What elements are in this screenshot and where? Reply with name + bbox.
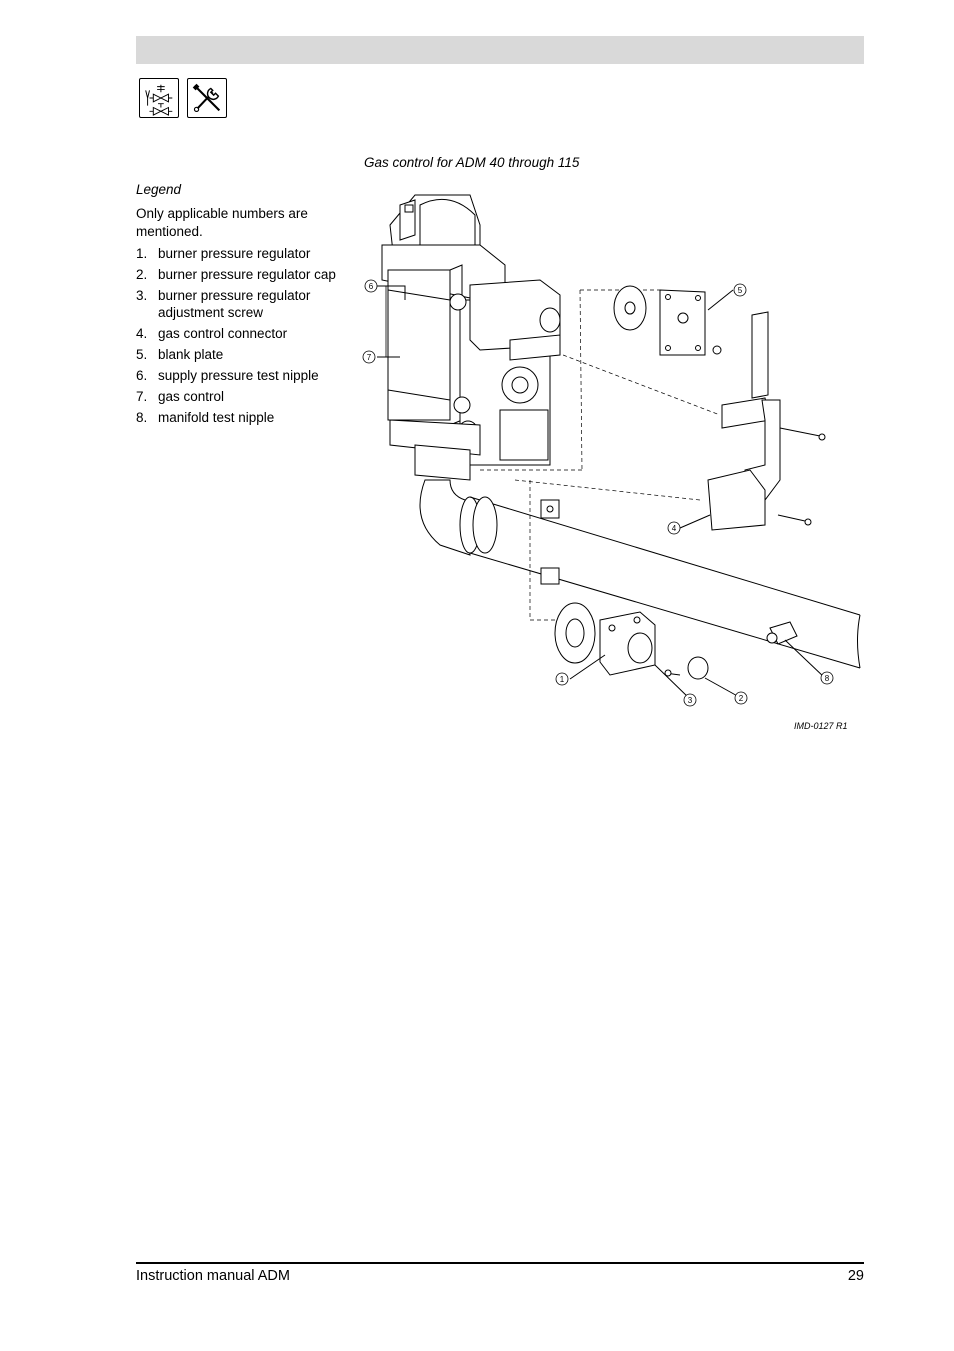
footer-rule <box>136 1262 864 1264</box>
legend-item-text: supply pressure test nipple <box>158 368 319 383</box>
page-number: 29 <box>847 1268 864 1284</box>
legend-item-number: 3. <box>136 288 148 303</box>
callout-7: 7 <box>367 353 372 362</box>
legend-item-text: burner pressure regulator cap <box>158 267 336 282</box>
legend-title: Legend <box>136 182 182 197</box>
legend-item-text: burner pressure regulator <box>158 246 311 261</box>
legend-item-text: manifold test nipple <box>158 410 275 425</box>
legend-item-text: gas control <box>158 389 225 404</box>
legend-intro: Only applicable numbers are mentioned. <box>136 206 308 239</box>
legend-item-text: gas control connector <box>158 326 288 341</box>
legend-item-number: 1. <box>136 246 148 261</box>
callout-1: 1 <box>560 675 565 684</box>
legend-item: 6. supply pressure test nipple <box>136 367 366 384</box>
callout-2: 2 <box>739 694 744 703</box>
callout-5: 5 <box>738 286 743 295</box>
legend-item-text: blank plate <box>158 347 224 362</box>
callout-4: 4 <box>672 524 677 533</box>
legend-item-number: 5. <box>136 347 148 362</box>
legend-item: 8. manifold test nipple <box>136 409 366 426</box>
legend-item: 2. burner pressure regulator cap <box>136 266 366 283</box>
legend-item-number: 4. <box>136 326 148 341</box>
figure-caption: Gas control for ADM 40 through 115 <box>364 155 580 170</box>
callout-8: 8 <box>825 674 830 683</box>
legend-item: 3. burner pressure regulator adjustment s… <box>136 287 366 321</box>
legend-item-number: 6. <box>136 368 148 383</box>
callout-6: 6 <box>369 282 374 291</box>
legend-item: 1. burner pressure regulator <box>136 245 366 262</box>
gas-control-diagram: 1 2 3 4 5 6 7 8 <box>362 194 861 707</box>
legend-item: 4. gas control connector <box>136 325 366 342</box>
service-tools-icon <box>187 78 227 118</box>
legend-item: 5. blank plate <box>136 346 366 363</box>
gas-valve-icon <box>139 78 179 118</box>
callout-3: 3 <box>688 696 693 705</box>
legend-item-number: 8. <box>136 410 148 425</box>
legend-list: 1. burner pressure regulator 2. burner pre… <box>136 245 366 430</box>
legend-item-number: 2. <box>136 267 148 282</box>
footer-title: Instruction manual ADM <box>136 1268 290 1284</box>
legend-item-text: burner pressure regulator adjustment scr… <box>158 288 311 320</box>
legend-item-number: 7. <box>136 389 148 404</box>
header-bar <box>136 36 864 64</box>
legend-item: 7. gas control <box>136 388 366 405</box>
figure-reference: IMD-0127 R1 <box>794 721 848 731</box>
